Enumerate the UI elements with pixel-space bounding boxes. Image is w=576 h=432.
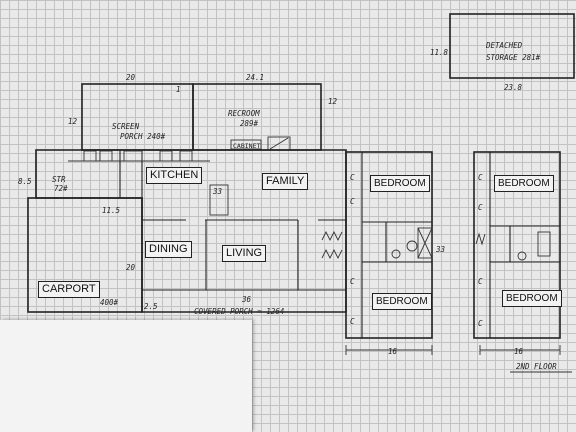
- dim-carport-depth: 20: [126, 263, 136, 272]
- dim-storage-width: 11.5: [102, 206, 121, 215]
- detached-storage-area: STORAGE 281#: [486, 53, 541, 62]
- dim-bedroom-depth: 33: [435, 245, 446, 254]
- dim-bedroom-width: 16: [388, 347, 398, 356]
- closet-mark: C: [350, 173, 355, 182]
- storage-area: 72#: [54, 184, 68, 193]
- dimension-lines: [345, 345, 572, 373]
- dim-floor2-width: 16: [514, 347, 524, 356]
- room-label-family: FAMILY: [262, 173, 309, 190]
- room-label-2f-bedroom-lower: BEDROOM: [502, 290, 562, 307]
- room-label-living: LIVING: [222, 245, 267, 262]
- recroom-note: RECROOM: [228, 109, 260, 118]
- closet-mark: C: [478, 203, 483, 212]
- closet-mark: C: [478, 277, 483, 286]
- dim-living-width: 36: [241, 295, 252, 304]
- carport-area: 400#: [100, 298, 119, 307]
- screen-porch-area: PORCH 240#: [120, 132, 166, 141]
- cabinet-box: [230, 139, 262, 150]
- dim-porch-width: 20: [126, 73, 136, 82]
- dim-recroom-depth: 12: [328, 97, 338, 106]
- closet-mark: C: [350, 197, 355, 206]
- closet-mark: C: [478, 319, 483, 328]
- recroom-area: 289#: [240, 119, 259, 128]
- closet-mark: C: [350, 317, 355, 326]
- dim-porch-offset: 2.5: [144, 302, 158, 311]
- dim-recroom-width: 24.1: [246, 73, 264, 82]
- room-label-dining: DINING: [145, 241, 192, 258]
- detached-storage-outline: [449, 13, 575, 79]
- second-floor-outline: [473, 151, 561, 339]
- stairs-icon: [321, 230, 343, 260]
- dim-porch-depth: 12: [68, 117, 78, 126]
- closet-mark: C: [350, 277, 355, 286]
- screen-porch-note: SCREEN: [112, 122, 140, 131]
- carport-outline: [27, 197, 143, 313]
- mark-one: 1: [176, 85, 181, 94]
- covered-porch-note: COVERED PORCH = 1264: [194, 307, 284, 316]
- stair-count-mark: 33: [212, 187, 223, 196]
- storage-note: STR: [52, 175, 66, 184]
- dim-detached-width: 23.8: [504, 83, 523, 92]
- second-floor-label: 2ND FLOOR: [516, 362, 557, 371]
- bedroom-wing-outline: [345, 151, 433, 339]
- dim-detached-depth: 11.8: [430, 48, 449, 57]
- room-label-carport: CARPORT: [38, 281, 100, 298]
- detached-storage-note: DETACHED: [485, 41, 523, 50]
- closet-mark: C: [478, 173, 483, 182]
- room-label-bedroom-lower: BEDROOM: [372, 293, 432, 310]
- room-label-kitchen: KITCHEN: [146, 167, 203, 184]
- room-label-bedroom-upper: BEDROOM: [370, 175, 430, 192]
- dim-storage-depth: 8.5: [18, 177, 32, 186]
- room-label-2f-bedroom-upper: BEDROOM: [494, 175, 554, 192]
- cabinet-note: CABINET: [233, 142, 260, 150]
- paper-cover-sheet: [0, 320, 252, 432]
